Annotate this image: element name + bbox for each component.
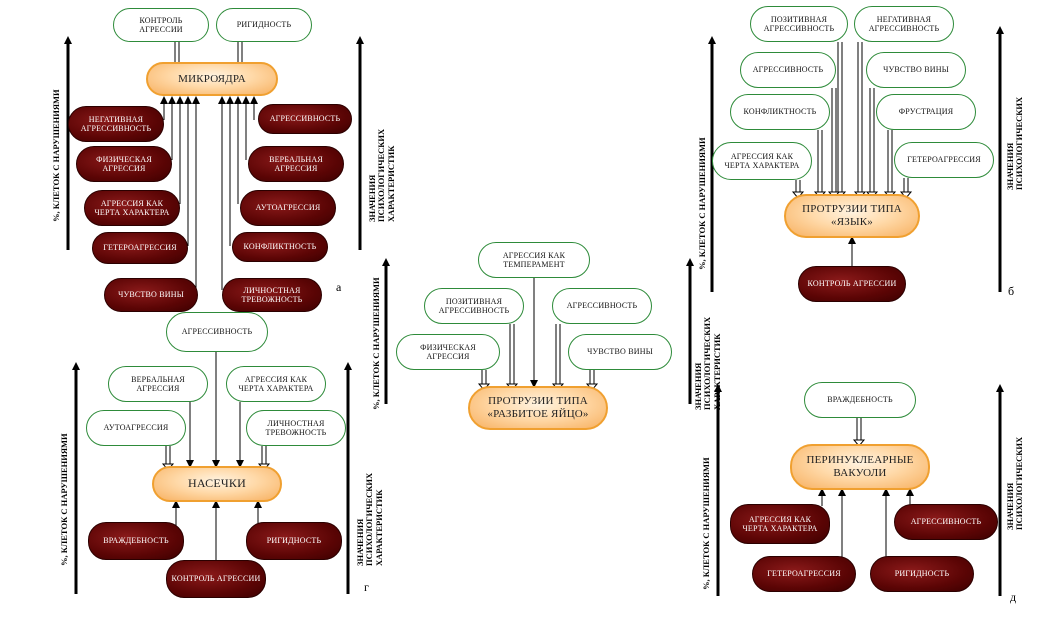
axis-label-g-left: %, КЛЕТОК С НАРУШЕНИЯМИ [59,433,69,566]
node-a-left-1: ФИЗИЧЕСКАЯ АГРЕССИЯ [76,146,172,182]
arrow-d-vrazh-head [852,439,866,447]
node-b-frustraciya: ФРУСТРАЦИЯ [876,94,976,130]
node-g-rigidnost: РИГИДНОСТЬ [246,522,342,560]
node-g-vrazhdebnost: ВРАЖДЕБНОСТЬ [88,522,184,560]
center-d: ПЕРИНУКЛЕАРНЫЕ ВАКУОЛИ [790,444,930,490]
node-d-geteroagressiya: ГЕТЕРОАГРЕССИЯ [752,556,856,592]
axis-label-g-right: ЗНАЧЕНИЯ ПСИХОЛОГИЧЕСКИХ ХАРАКТЕРИСТИК [355,472,384,566]
letter-b: б [1008,284,1015,298]
axis-label-a-right: ЗНАЧЕНИЯ ПСИХОЛОГИЧЕСКИХ ХАРАКТЕРИСТИК [367,128,396,222]
node-a-left-4: ЧУВСТВО ВИНЫ [104,278,198,312]
node-g-verbalnaya: ВЕРБАЛЬНАЯ АГРЕССИЯ [108,366,208,402]
node-b-vina: ЧУВСТВО ВИНЫ [866,52,966,88]
node-a-left-2: АГРЕССИЯ КАК ЧЕРТА ХАРАКТЕРА [84,190,180,226]
node-c-vina: ЧУВСТВО ВИНЫ [568,334,672,370]
node-b-agressivnost: АГРЕССИВНОСТЬ [740,52,836,88]
node-d-rigidnost: РИГИДНОСТЬ [870,556,974,592]
node-a-kontrol-agressii: КОНТРОЛЬ АГРЕССИИ [113,8,209,42]
center-g: НАСЕЧКИ [152,466,282,502]
letter-d: д [1010,590,1017,604]
node-b-konfliktnost: КОНФЛИКТНОСТЬ [730,94,830,130]
node-a-left-3: ГЕТЕРОАГРЕССИЯ [92,232,188,264]
center-a: МИКРОЯДРА [146,62,278,96]
axis-label-b-left: %, КЛЕТОК С НАРУШЕНИЯМИ [697,137,707,270]
node-c-temperament: АГРЕССИЯ КАК ТЕМПЕРАМЕНТ [478,242,590,278]
node-c-fizicheskaya: ФИЗИЧЕСКАЯ АГРЕССИЯ [396,334,500,370]
node-d-cherta: АГРЕССИЯ КАК ЧЕРТА ХАРАКТЕРА [730,504,830,544]
node-c-agressivnost: АГРЕССИВНОСТЬ [552,288,652,324]
center-c: ПРОТРУЗИИ ТИПА «РАЗБИТОЕ ЯЙЦО» [468,386,608,430]
axis-label-b-right: ЗНАЧЕНИЯ ПСИХОЛОГИЧЕСКИХ [1005,96,1025,190]
node-d-vrazhdebnost: ВРАЖДЕБНОСТЬ [804,382,916,418]
node-d-agressivnost: АГРЕССИВНОСТЬ [894,504,998,540]
node-g-trevozhnost: ЛИЧНОСТНАЯ ТРЕВОЖНОСТЬ [246,410,346,446]
axis-label-d-left: %, КЛЕТОК С НАРУШЕНИЯМИ [701,457,711,590]
node-g-cherta: АГРЕССИЯ КАК ЧЕРТА ХАРАКТЕРА [226,366,326,402]
axis-label-c-right: ЗНАЧЕНИЯ ПСИХОЛОГИЧЕСКИХ ХАРАКТЕРИСТИК [693,316,722,410]
node-a-rigidnost: РИГИДНОСТЬ [216,8,312,42]
node-b-negativnaya: НЕГАТИВНАЯ АГРЕССИВНОСТЬ [854,6,954,42]
node-b-geteroagressiya: ГЕТЕРОАГРЕССИЯ [894,142,994,178]
node-c-pozitivnaya: ПОЗИТИВНАЯ АГРЕССИВНОСТЬ [424,288,524,324]
node-b-cherta: АГРЕССИЯ КАК ЧЕРТА ХАРАКТЕРА [712,142,812,180]
center-b: ПРОТРУЗИИ ТИПА «ЯЗЫК» [784,194,920,238]
letter-a: а [336,280,342,294]
node-a-right-4: ЛИЧНОСТНАЯ ТРЕВОЖНОСТЬ [222,278,322,312]
node-g-kontrol: КОНТРОЛЬ АГРЕССИИ [166,560,266,598]
axis-label-c-left: %, КЛЕТОК С НАРУШЕНИЯМИ [371,277,381,410]
node-a-right-2: АУТОАГРЕССИЯ [240,190,336,226]
axis-label-a-left: %, КЛЕТОК С НАРУШЕНИЯМИ [51,89,61,222]
node-g-autoagressiya: АУТОАГРЕССИЯ [86,410,186,446]
node-b-pozitivnaya: ПОЗИТИВНАЯ АГРЕССИВНОСТЬ [750,6,848,42]
node-g-agressivnost: АГРЕССИВНОСТЬ [166,312,268,352]
node-a-left-0: НЕГАТИВНАЯ АГРЕССИВНОСТЬ [68,106,164,142]
node-a-right-0: АГРЕССИВНОСТЬ [258,104,352,134]
node-b-kontrol: КОНТРОЛЬ АГРЕССИИ [798,266,906,302]
axis-label-d-right: ЗНАЧЕНИЯ ПСИХОЛОГИЧЕСКИХ [1005,436,1025,530]
node-a-right-1: ВЕРБАЛЬНАЯ АГРЕССИЯ [248,146,344,182]
letter-g: г [364,580,369,594]
node-a-right-3: КОНФЛИКТНОСТЬ [232,232,328,262]
